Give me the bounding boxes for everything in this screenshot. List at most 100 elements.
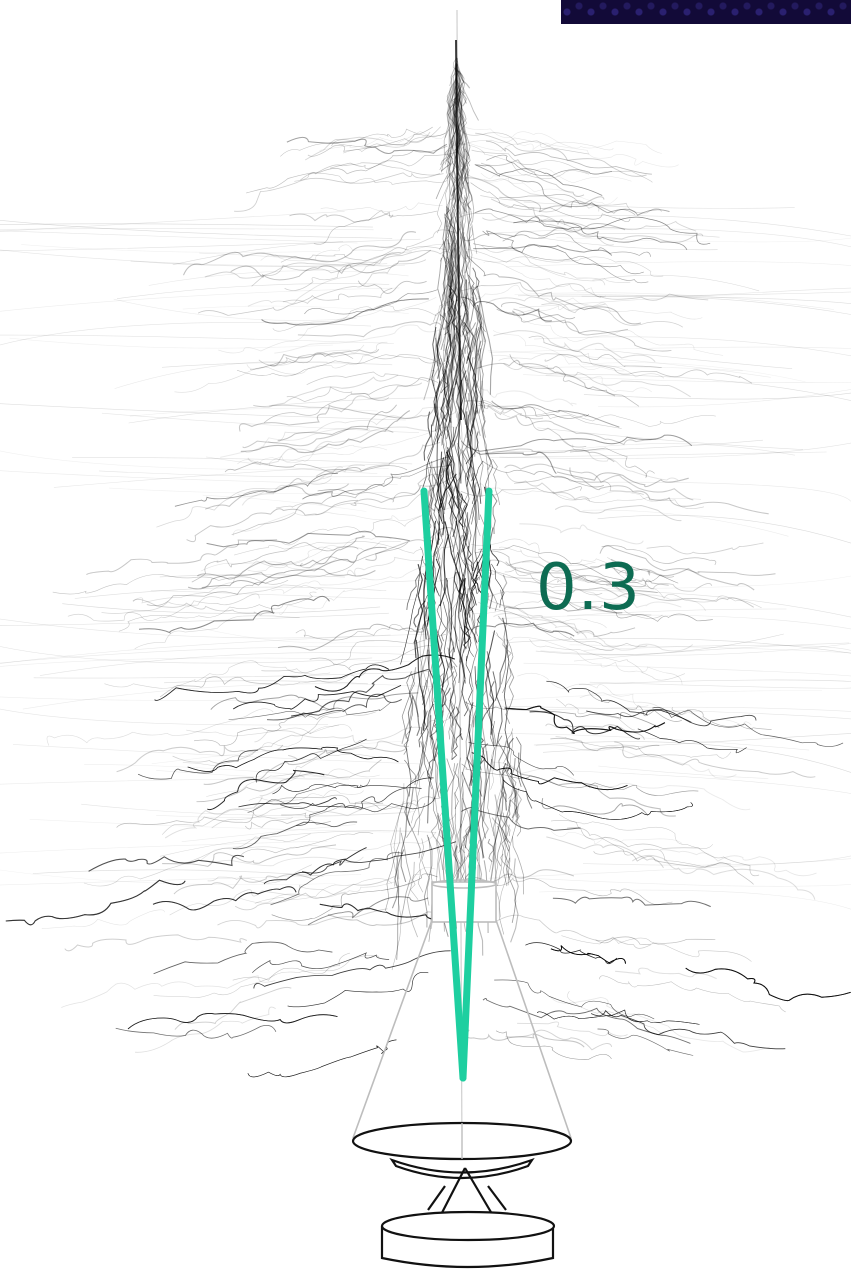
shower-track <box>436 264 449 367</box>
shower-track <box>559 580 682 609</box>
shower-track <box>594 348 793 369</box>
shower-track <box>406 803 426 839</box>
shower-track <box>486 591 652 616</box>
shower-track <box>452 166 464 263</box>
shower-track <box>506 766 517 799</box>
shower-track <box>307 126 433 157</box>
shower-track <box>86 539 278 576</box>
shower-track <box>474 208 688 251</box>
shower-track <box>460 130 468 190</box>
shower-track <box>497 733 810 751</box>
shower-track <box>440 149 452 172</box>
shower-track <box>483 273 642 325</box>
shower-track <box>447 214 454 306</box>
opening-angle-lines <box>420 487 493 1082</box>
shower-track <box>437 457 445 536</box>
shower-track <box>461 164 470 250</box>
shower-track <box>128 397 437 424</box>
shower-track <box>204 483 349 510</box>
shower-track <box>174 473 338 507</box>
shower-track <box>138 595 330 634</box>
shower-track <box>423 311 441 401</box>
shower-track <box>152 886 297 911</box>
shower-track <box>151 741 402 765</box>
shower-track <box>460 296 552 322</box>
shower-track <box>0 403 406 421</box>
shower-track <box>343 129 449 154</box>
shower-track <box>115 1025 277 1039</box>
shower-track <box>558 814 714 849</box>
shower-track <box>456 111 468 146</box>
shower-track <box>461 777 471 844</box>
shower-track <box>463 532 478 637</box>
shower-track <box>267 536 392 566</box>
shower-track <box>506 857 517 923</box>
shower-track <box>671 707 772 730</box>
shower-track <box>0 869 336 885</box>
shower-track <box>541 797 649 816</box>
shower-track <box>445 320 454 416</box>
shower-track <box>500 589 508 685</box>
shower-track <box>174 341 388 393</box>
shower-track <box>457 757 463 862</box>
shower-track <box>518 752 533 809</box>
shower-track <box>459 588 469 684</box>
shower-track <box>460 296 552 322</box>
shower-track <box>447 344 456 448</box>
shower-track <box>556 698 635 731</box>
shower-track <box>471 472 478 572</box>
shower-track <box>365 527 456 561</box>
shower-track <box>491 817 509 843</box>
shower-track <box>465 656 474 709</box>
shower-track <box>207 769 325 811</box>
shower-track <box>444 333 452 423</box>
shower-track <box>447 285 455 318</box>
shower-track <box>317 464 453 495</box>
shower-track <box>470 182 631 223</box>
shower-track <box>0 238 421 252</box>
shower-track <box>448 665 458 719</box>
shower-track <box>67 593 260 622</box>
shower-track <box>449 461 463 520</box>
shower-track <box>582 509 789 537</box>
shower-track <box>486 750 495 837</box>
shower-track <box>428 690 440 798</box>
shower-track <box>464 306 472 395</box>
shower-track <box>113 298 357 321</box>
shower-track <box>443 242 457 352</box>
shower-track <box>459 152 465 215</box>
shower-track <box>504 601 623 614</box>
shower-track <box>422 730 432 790</box>
shower-track <box>399 832 412 924</box>
shower-track <box>598 389 851 408</box>
shower-track <box>466 251 486 277</box>
shower-track <box>493 330 656 363</box>
shower-track <box>446 216 456 281</box>
shower-track <box>462 869 575 884</box>
shower-track <box>457 552 472 662</box>
shower-track <box>423 834 433 928</box>
shower-track <box>427 770 440 831</box>
shower-track <box>406 861 419 938</box>
shower-track <box>529 638 686 681</box>
shower-track <box>118 591 317 632</box>
shower-track <box>127 1013 338 1030</box>
shower-track <box>272 300 454 332</box>
shower-track <box>482 460 604 488</box>
shower-track <box>436 551 443 653</box>
shower-track <box>455 82 465 159</box>
shower-track <box>465 701 660 728</box>
shower-track <box>470 607 607 629</box>
shower-track <box>491 563 505 608</box>
shower-track <box>0 633 429 664</box>
shower-track <box>457 443 469 504</box>
shower-track <box>277 404 397 441</box>
shower-track <box>428 489 441 541</box>
shower-track <box>514 787 522 823</box>
shower-track <box>474 912 651 949</box>
shower-track <box>224 461 408 474</box>
shower-track <box>480 159 585 197</box>
shower-track <box>287 740 409 762</box>
shower-track <box>489 770 502 873</box>
shower-track <box>534 336 851 357</box>
